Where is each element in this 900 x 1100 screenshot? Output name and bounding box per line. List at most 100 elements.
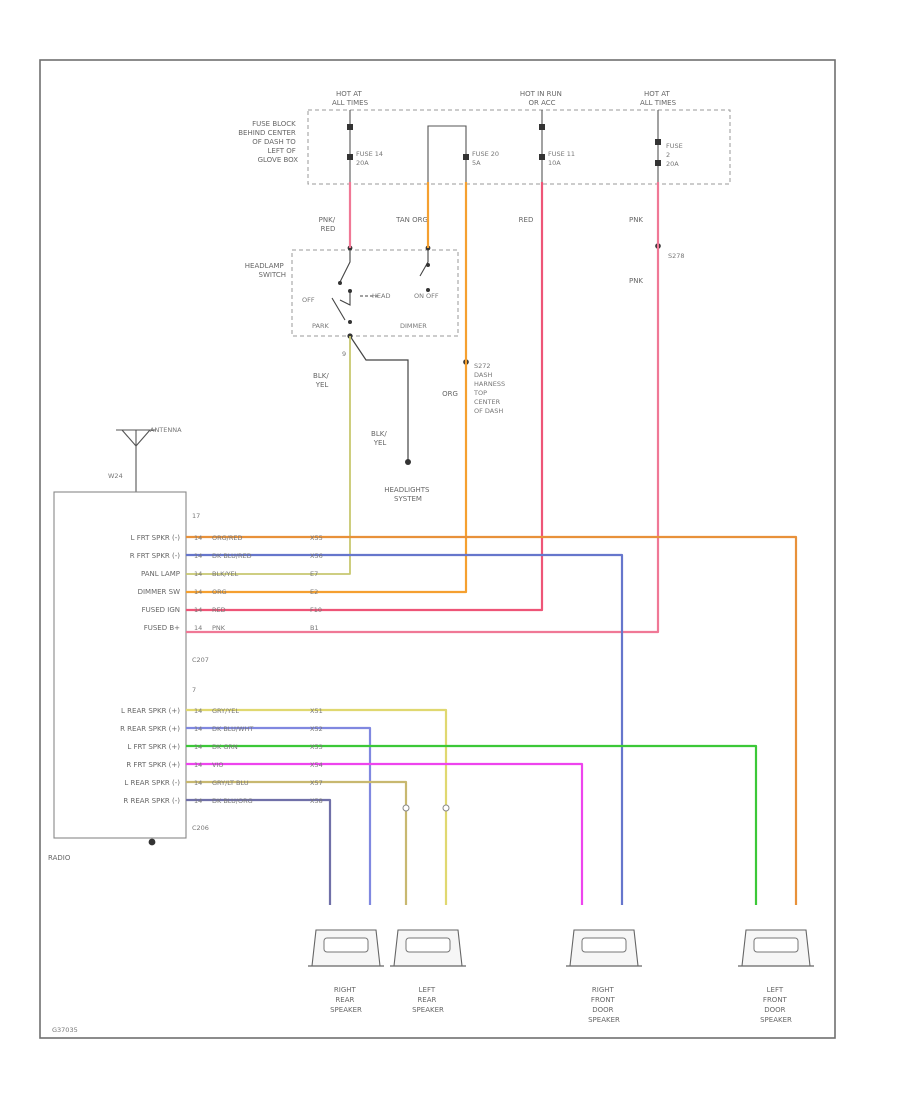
dk-blu-red-wire-r-frt-neg bbox=[186, 553, 624, 905]
switch-off-label: OFF bbox=[302, 296, 315, 304]
pin-marker-10: 14 bbox=[194, 779, 202, 787]
hot-in-run-label: HOT IN RUN OR ACC bbox=[520, 90, 564, 107]
speakers bbox=[308, 929, 814, 967]
wire-color-bottom-3: VIO bbox=[212, 761, 223, 769]
circuit-bottom-0: X51 bbox=[310, 707, 323, 715]
wire-color-top-5: PNK bbox=[212, 624, 226, 632]
pnk-wire-label-bottom: PNK bbox=[629, 277, 643, 285]
radio-pin-top-3: DIMMER SW bbox=[138, 588, 180, 596]
headlights-system-label: HEADLIGHTS SYSTEM bbox=[384, 486, 431, 503]
headlamp-switch-label: HEADLAMP SWITCH bbox=[245, 262, 286, 279]
fuse-bus-lines bbox=[349, 110, 659, 182]
s278-splice-label: S278 bbox=[668, 252, 685, 260]
c207-label: C207 bbox=[192, 656, 209, 664]
pin-marker-4: 14 bbox=[194, 606, 202, 614]
pin-marker-11: 14 bbox=[194, 797, 202, 805]
s272-splice-label: S272 DASH HARNESS TOP CENTER OF DASH bbox=[473, 362, 507, 415]
switch-head-label: HEAD bbox=[372, 292, 390, 300]
pin-marker-2: 14 bbox=[194, 570, 202, 578]
speaker-lead-cap-0 bbox=[402, 804, 410, 812]
speaker-lead-cap-1 bbox=[442, 804, 450, 812]
blk-yel-wire-panel-lamp bbox=[186, 336, 351, 575]
fuse-11-label: FUSE 11 10A bbox=[548, 150, 577, 167]
radio-pin-top-2: PANL LAMP bbox=[141, 570, 180, 578]
radio-pin-top-5: FUSED B+ bbox=[144, 624, 180, 632]
pin-marker-0: 14 bbox=[194, 534, 202, 542]
radio-pin-labels-top: L FRT SPKR (-)R FRT SPKR (-)PANL LAMPDIM… bbox=[130, 534, 181, 632]
pnk-wire-label-top: PNK bbox=[629, 216, 643, 224]
figure-id: G37035 bbox=[52, 1026, 78, 1034]
left-rear-speaker-label: LEFT REAR SPEAKER bbox=[412, 986, 444, 1014]
fuse-block-outline bbox=[307, 109, 731, 185]
radio-ground-dot bbox=[148, 838, 156, 846]
right-rear-speaker-cone bbox=[323, 937, 369, 953]
radio-pin-bottom-4: L REAR SPKR (-) bbox=[124, 779, 180, 787]
pin-marker-8: 14 bbox=[194, 743, 202, 751]
circuit-top-5: B1 bbox=[310, 624, 319, 632]
org-red-wire-l-frt-neg bbox=[186, 535, 798, 905]
c206-pin-count: 7 bbox=[192, 686, 196, 694]
red-wire-label: RED bbox=[519, 216, 534, 224]
diagram-frame bbox=[39, 59, 836, 1039]
radio-pin-labels-bottom: L REAR SPKR (+) R REAR SPKR (+) L FRT SPKR… bbox=[120, 707, 180, 805]
wire-color-top-1: DK BLU/RED bbox=[212, 552, 252, 560]
pin-marker-9: 14 bbox=[194, 761, 202, 769]
wire-color-bottom-4: GRY/LT BLU bbox=[212, 779, 249, 787]
pin-marker-7: 14 bbox=[194, 725, 202, 733]
wire-color-bottom-2: DK GRN bbox=[212, 743, 238, 751]
circuit-top-1: X56 bbox=[310, 552, 323, 560]
hot-at-all-times-label-1: HOT AT ALL TIMES bbox=[332, 90, 369, 107]
fuse-14-label: FUSE 14 20A bbox=[356, 150, 385, 167]
wire-color-top-4: RED bbox=[212, 606, 226, 614]
c207-pin-count: 17 bbox=[192, 512, 200, 520]
gry-yel-wire-l-rear-pos bbox=[186, 708, 448, 905]
headlamp-switch-contacts bbox=[331, 250, 429, 321]
switch-pin-number: 9 bbox=[342, 350, 346, 358]
blk-yel-label-b: BLK/ YEL bbox=[371, 430, 389, 447]
org-wire-dimmer bbox=[186, 182, 468, 594]
right-rear-speaker-label: RIGHT REAR SPEAKER bbox=[330, 986, 362, 1014]
wire-color-bottom-1: DK BLU/WHT bbox=[212, 725, 253, 733]
circuit-top-4: F10 bbox=[310, 606, 322, 614]
blk-yel-label-a: BLK/ YEL bbox=[313, 372, 331, 389]
fuse-2-label: FUSE 2 20A bbox=[666, 142, 685, 168]
gry-lt-blu-wire-l-rear-neg bbox=[186, 780, 408, 905]
left-front-door-speaker-label: LEFT FRONT DOOR SPEAKER bbox=[760, 986, 792, 1024]
radio-label: RADIO bbox=[48, 854, 71, 862]
wire-color-bottom-5: DK BLU/ORG bbox=[212, 797, 253, 805]
pnk-wire-fused-b bbox=[186, 182, 660, 634]
antenna-icon bbox=[116, 429, 156, 492]
fuse-symbols bbox=[347, 124, 661, 166]
antenna-connector-label: W24 bbox=[108, 472, 123, 480]
circuit-bottom-2: X53 bbox=[310, 743, 323, 751]
radio-pin-bottom-1: R REAR SPKR (+) bbox=[120, 725, 180, 733]
colored-wires bbox=[186, 182, 798, 905]
pin-marker-3: 14 bbox=[194, 588, 202, 596]
pin-marker-5: 14 bbox=[194, 624, 202, 632]
circuit-bottom-3: X54 bbox=[310, 761, 323, 769]
left-rear-speaker-cone bbox=[405, 937, 451, 953]
switch-dimmer-label: DIMMER bbox=[400, 322, 427, 330]
radio-pin-bottom-2: L FRT SPKR (+) bbox=[127, 743, 180, 751]
pin-marker-6: 14 bbox=[194, 707, 202, 715]
radio-pin-bottom-5: R REAR SPKR (-) bbox=[123, 797, 180, 805]
org-wire-label: ORG bbox=[442, 390, 458, 398]
radio-pin-bottom-0: L REAR SPKR (+) bbox=[121, 707, 180, 715]
headlights-connector-dot bbox=[405, 459, 411, 465]
fuse-20-label: FUSE 20 5A bbox=[472, 150, 501, 167]
radio-pin-top-0: L FRT SPKR (-) bbox=[131, 534, 181, 542]
circuit-bottom-4: X57 bbox=[310, 779, 323, 787]
right-front-speaker-cone bbox=[581, 937, 627, 953]
pnk-red-wire-label: PNK/ RED bbox=[319, 216, 338, 233]
circuit-top-0: X55 bbox=[310, 534, 323, 542]
circuit-top-2: E7 bbox=[310, 570, 318, 578]
tan-org-wire-label: TAN ORG bbox=[395, 216, 428, 224]
c206-label: C206 bbox=[192, 824, 209, 832]
pin-marker-1: 14 bbox=[194, 552, 202, 560]
circuit-bottom-1: X52 bbox=[310, 725, 323, 733]
dk-blu-wht-wire-r-rear-pos bbox=[186, 726, 372, 905]
radio-pin-top-4: FUSED IGN bbox=[142, 606, 180, 614]
radio-pin-bottom-3: R FRT SPKR (+) bbox=[126, 761, 180, 769]
blk-yel-branch-wire bbox=[349, 335, 409, 462]
